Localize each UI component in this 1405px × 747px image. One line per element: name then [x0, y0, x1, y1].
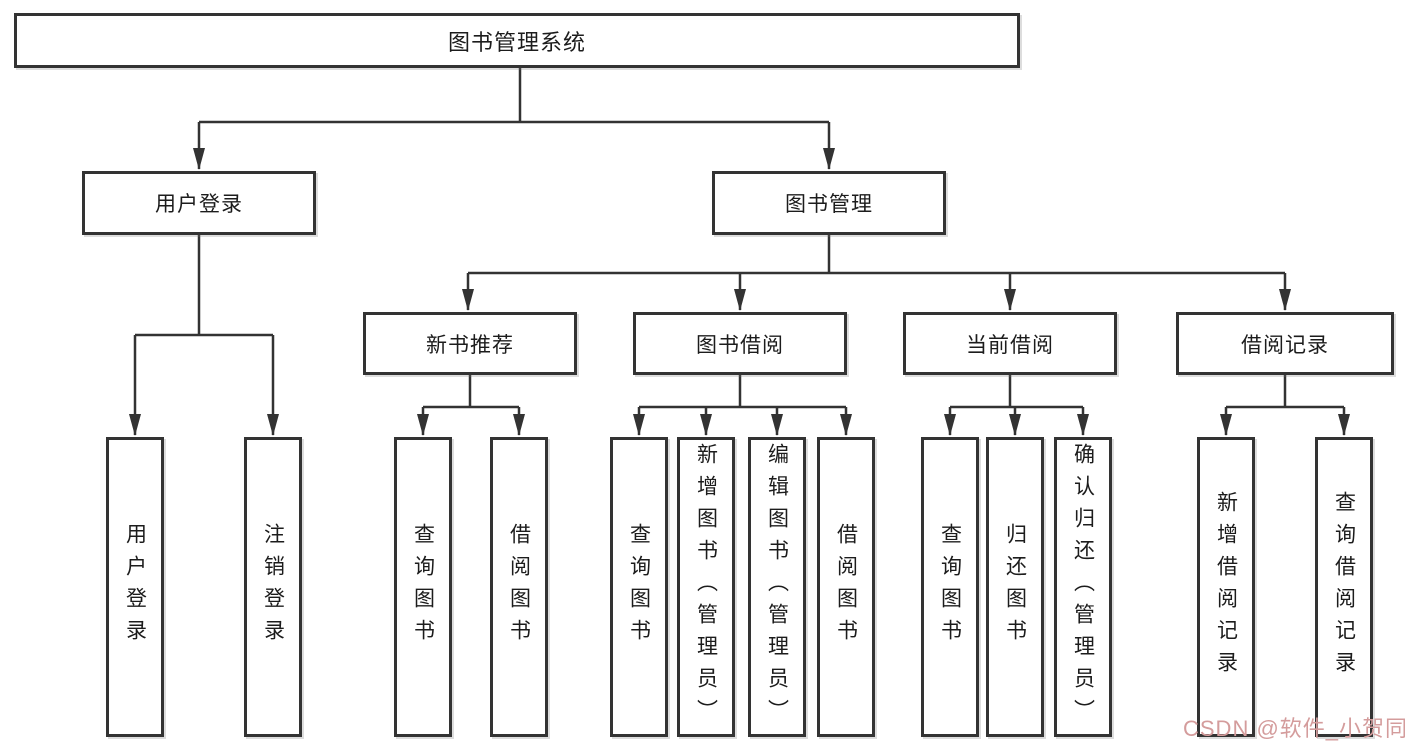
node-label: 图书管理系统 — [447, 29, 586, 55]
node-book-management: 图书管理 — [712, 171, 946, 235]
node-label: 图书管理 — [785, 193, 873, 216]
node-label: 查询图书 — [411, 523, 435, 651]
node-label: 确认归还（管理员） — [1071, 443, 1095, 731]
leaf-add-books-admin: 新增图书（管理员） — [677, 437, 735, 737]
leaf-user-login: 用户登录 — [106, 437, 164, 737]
node-user-login: 用户登录 — [82, 171, 316, 235]
node-label: 用户登录 — [155, 193, 243, 216]
node-label: 查询图书 — [627, 523, 651, 651]
node-label: 编辑图书（管理员） — [765, 443, 789, 731]
edges — [129, 68, 1350, 436]
leaf-add-borrow-record: 新增借阅记录 — [1197, 437, 1255, 737]
leaf-logout: 注销登录 — [244, 437, 302, 737]
leaf-edit-books-admin: 编辑图书（管理员） — [748, 437, 806, 737]
leaf-return-books: 归还图书 — [986, 437, 1044, 737]
node-borrowing-records: 借阅记录 — [1176, 312, 1394, 375]
node-label: 查询图书 — [938, 523, 962, 651]
node-library-system: 图书管理系统 — [14, 13, 1020, 68]
leaf-query-books-borrow: 查询图书 — [610, 437, 668, 737]
leaf-borrow-books-recommend: 借阅图书 — [490, 437, 548, 737]
leaf-confirm-return-admin: 确认归还（管理员） — [1054, 437, 1112, 737]
node-label: 查询借阅记录 — [1332, 491, 1356, 683]
node-label: 当前借阅 — [966, 333, 1054, 357]
node-label: 借阅记录 — [1241, 333, 1329, 357]
node-label: 新增图书（管理员） — [694, 443, 718, 731]
node-new-book-recommend: 新书推荐 — [363, 312, 577, 375]
node-label: 归还图书 — [1003, 523, 1027, 651]
leaf-query-borrow-record: 查询借阅记录 — [1315, 437, 1373, 737]
node-label: 注销登录 — [261, 523, 285, 651]
leaf-query-books-recommend: 查询图书 — [394, 437, 452, 737]
node-label: 图书借阅 — [696, 333, 784, 357]
node-label: 新书推荐 — [426, 333, 514, 357]
node-current-borrowing: 当前借阅 — [903, 312, 1117, 375]
leaf-query-books-current: 查询图书 — [921, 437, 979, 737]
leaf-borrow-books: 借阅图书 — [817, 437, 875, 737]
node-label: 借阅图书 — [834, 523, 858, 651]
node-book-borrowing: 图书借阅 — [633, 312, 847, 375]
csdn-watermark: CSDN @软件_小贺同学 — [1183, 716, 1405, 741]
node-label: 新增借阅记录 — [1214, 491, 1238, 683]
node-label: 借阅图书 — [507, 523, 531, 651]
node-label: 用户登录 — [123, 523, 147, 651]
